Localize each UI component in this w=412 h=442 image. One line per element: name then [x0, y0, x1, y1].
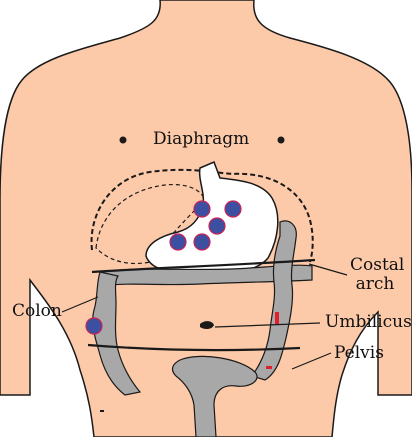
costal-arch-label-line2: arch: [350, 275, 400, 294]
pelvis-label: Pelvis: [334, 344, 384, 363]
marker-4: [170, 234, 186, 250]
colon-accent-red-1: [275, 312, 279, 324]
left-nipple: [120, 137, 127, 144]
marker-2: [225, 201, 241, 217]
umbilicus-label: Umbilicus: [325, 313, 412, 332]
right-nipple: [278, 137, 285, 144]
costal-arch-label: Costal arch: [350, 256, 400, 294]
marker-1: [194, 201, 210, 217]
colon-label: Colon: [12, 302, 62, 321]
costal-arch-label-line1: Costal: [350, 256, 400, 275]
marker-3: [209, 218, 225, 234]
marker-6: [86, 318, 102, 334]
colon-accent-red-2: [266, 366, 272, 369]
diaphragm-label: Diaphragm: [153, 130, 249, 149]
bottom-mark: [100, 410, 104, 412]
marker-5: [194, 234, 210, 250]
